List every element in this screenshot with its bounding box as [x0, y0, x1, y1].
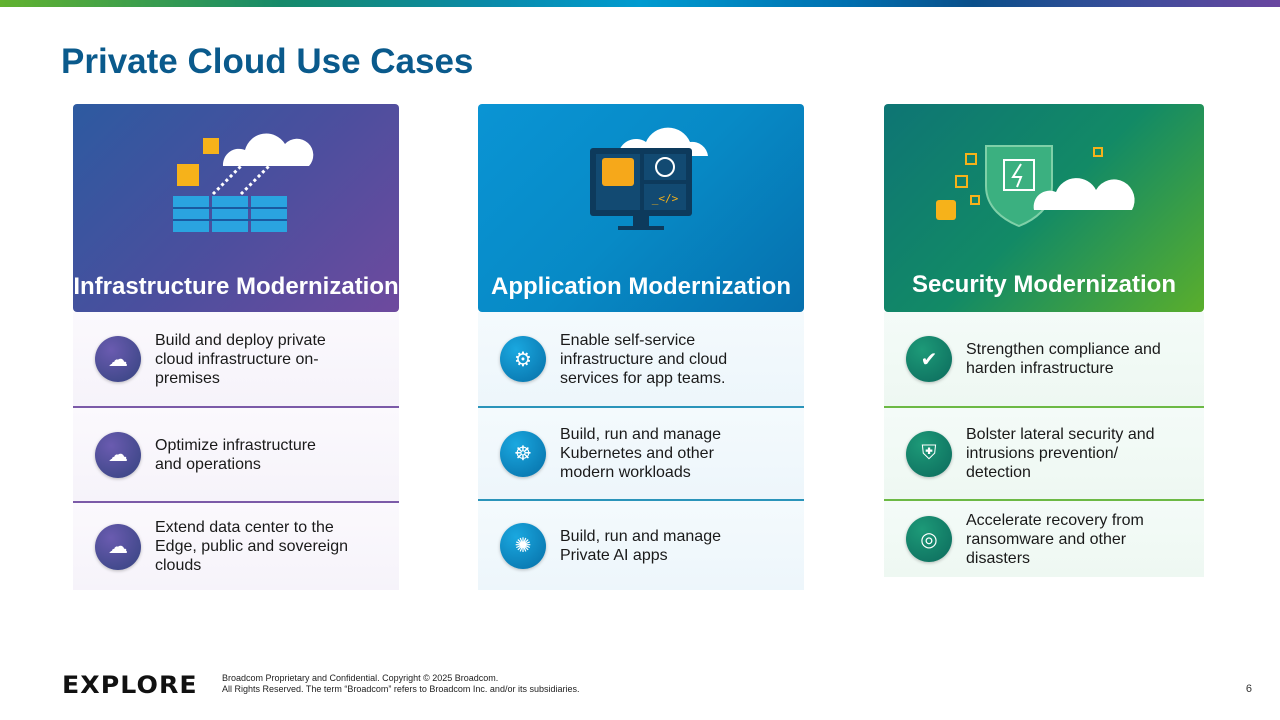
- brand-gradient-bar: [0, 0, 1280, 7]
- monitor-cloud-illustration: _</>: [590, 127, 708, 230]
- card-heading: Security Modernization: [911, 271, 1177, 298]
- list-item: ⚙ Enable self-service infrastructure and …: [478, 312, 804, 406]
- card-header: Security Modernization: [884, 104, 1204, 312]
- gear-check-icon: ⚙: [500, 336, 546, 382]
- shield-cloud-illustration: [936, 145, 1135, 228]
- list-item: ☁ Build and deploy private cloud infrastr…: [73, 312, 399, 406]
- item-text: Extend data center to the Edge, public a…: [155, 519, 349, 574]
- code-glyph: _</>: [652, 192, 679, 205]
- item-text: Enable self-service infrastructure and c…: [560, 331, 728, 387]
- list-item: ☁ Extend data center to the Edge, public …: [73, 501, 399, 590]
- card-header: _</> Application Modernization: [478, 104, 804, 312]
- legal-notice: Broadcom Proprietary and Confidential. C…: [222, 673, 579, 695]
- item-text: Optimize infrastructure and operations: [155, 436, 316, 473]
- column-infrastructure: Infrastructure Modernization ☁ Build and …: [73, 104, 399, 590]
- list-item: ⛨ Bolster lateral security and intrusions…: [884, 406, 1204, 499]
- column-security: Security Modernization ✔ Strengthen compl…: [884, 104, 1204, 577]
- shield-check-icon: ✔: [906, 336, 952, 382]
- datacenter-cloud-illustration: [173, 133, 314, 232]
- item-text: Build, run and manage Kubernetes and oth…: [560, 426, 721, 481]
- page-title: Private Cloud Use Cases: [61, 42, 474, 81]
- item-text: Accelerate recovery from ransomware and …: [966, 511, 1144, 567]
- list-item: ◎ Accelerate recovery from ransomware and…: [884, 499, 1204, 577]
- card-header: Infrastructure Modernization: [73, 104, 399, 312]
- lifebuoy-icon: ◎: [906, 516, 952, 562]
- list-item: ✔ Strengthen compliance and harden infras…: [884, 312, 1204, 406]
- legal-line: Broadcom Proprietary and Confidential. C…: [222, 673, 499, 683]
- item-text: Bolster lateral security and intrusions …: [966, 426, 1155, 481]
- cloud-database-icon: ☁: [95, 336, 141, 382]
- column-application: _</> Application Modernization ⚙ Enable s…: [478, 104, 804, 590]
- ai-head-icon: ✺: [500, 522, 546, 569]
- item-text: Strengthen compliance and harden infrast…: [966, 341, 1161, 377]
- card-heading: Infrastructure Modernization: [73, 273, 399, 300]
- legal-line: All Rights Reserved. The term “Broadcom”…: [222, 684, 580, 694]
- cloud-server-icon: ☁: [95, 523, 141, 570]
- explore-logo: EXPLORE: [62, 671, 198, 699]
- list-item: ✺ Build, run and manage Private AI apps: [478, 499, 804, 590]
- cloud-network-icon: ☁: [95, 431, 141, 478]
- card-heading: Application Modernization: [491, 273, 791, 300]
- list-item: ☸ Build, run and manage Kubernetes and ot…: [478, 406, 804, 499]
- kubernetes-icon: ☸: [500, 430, 546, 477]
- shield-lock-icon: ⛨: [906, 430, 952, 477]
- item-text: Build, run and manage Private AI apps: [560, 527, 721, 564]
- list-item: ☁ Optimize infrastructure and operations: [73, 406, 399, 501]
- item-text: Build and deploy private cloud infrastru…: [155, 331, 326, 387]
- page-number: 6: [1245, 683, 1252, 695]
